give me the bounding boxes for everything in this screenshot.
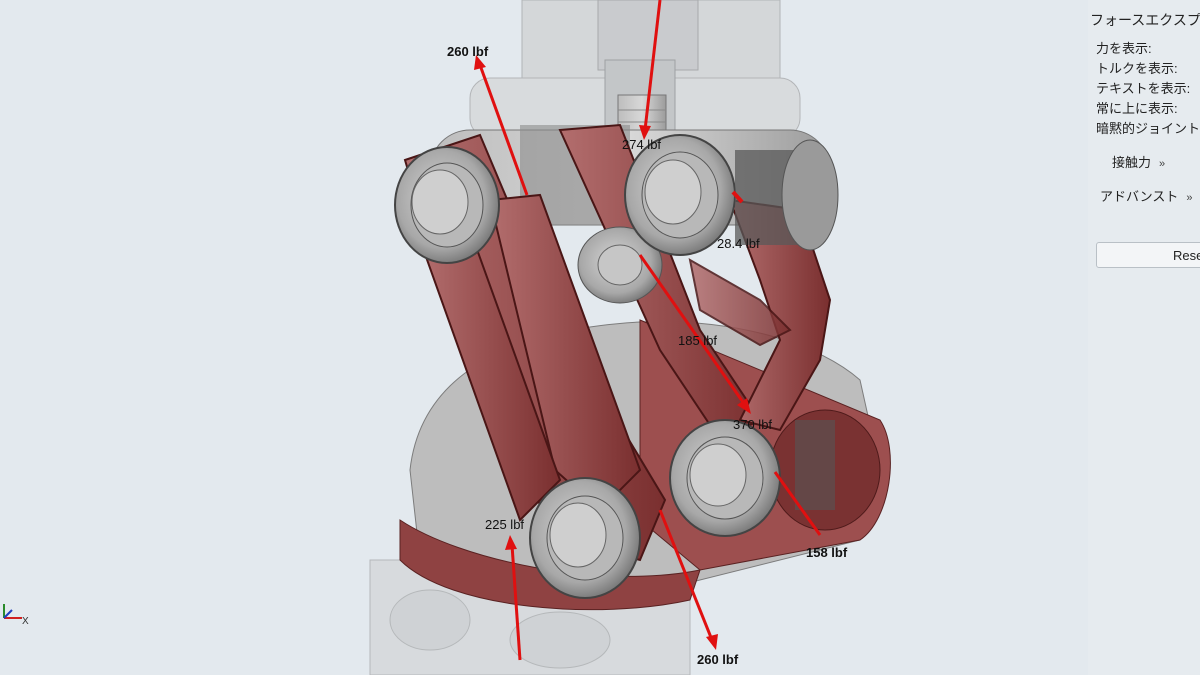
chevron-down-icon: » xyxy=(1186,192,1193,204)
section-label: アドバンスト xyxy=(1100,189,1179,204)
z-axis-line xyxy=(3,609,13,619)
force-label: 260 lbf xyxy=(697,652,739,667)
force-label: 185 lbf xyxy=(678,333,718,348)
force-arrows xyxy=(474,0,822,661)
roller-top-left xyxy=(394,146,500,264)
roller-top-right xyxy=(624,134,839,256)
force-label: 158 lbf xyxy=(806,545,848,560)
section-contact-forces[interactable]: 接触力 » xyxy=(1112,152,1165,171)
force-arrow-1 xyxy=(478,64,529,196)
force-arrow-3 xyxy=(731,190,744,204)
axis-triad: X xyxy=(0,596,40,636)
force-arrow-6 xyxy=(510,544,522,661)
axis-x-label: X xyxy=(22,616,29,627)
roller-bottom-left xyxy=(529,477,641,599)
chevron-down-icon: » xyxy=(1159,158,1166,170)
force-label: 28.4 lbf xyxy=(717,236,760,251)
force-arrow-5 xyxy=(773,471,822,536)
section-label: 接触力 xyxy=(1112,155,1152,170)
roller-bottom-right xyxy=(669,419,781,537)
option-always-on-top: 常に上に表示: xyxy=(1096,101,1178,116)
panel-title: フォースエクスプロ xyxy=(1090,12,1200,28)
force-arrow-2 xyxy=(643,0,662,131)
force-label: 260 lbf xyxy=(447,44,489,59)
force-arrow-4 xyxy=(638,254,747,406)
option-show-torque: トルクを表示: xyxy=(1096,61,1178,76)
reset-button[interactable]: Rese xyxy=(1096,242,1200,268)
center-pivot xyxy=(577,226,663,304)
option-show-text: テキストを表示: xyxy=(1096,81,1191,96)
force-label: 274 lbf xyxy=(622,137,662,152)
force-label: 370 lbf xyxy=(733,417,773,432)
force-explorer-panel: フォースエクスプロ 力を表示: トルクを表示: テキストを表示: 常に上に表示:… xyxy=(1088,0,1200,675)
option-implicit-joints: 暗黙的ジョイントを xyxy=(1096,121,1200,136)
section-advanced[interactable]: アドバンスト » xyxy=(1100,186,1193,205)
force-arrow-7 xyxy=(658,509,714,641)
force-label: 225 lbf xyxy=(485,517,525,532)
option-show-forces: 力を表示: xyxy=(1096,41,1152,56)
